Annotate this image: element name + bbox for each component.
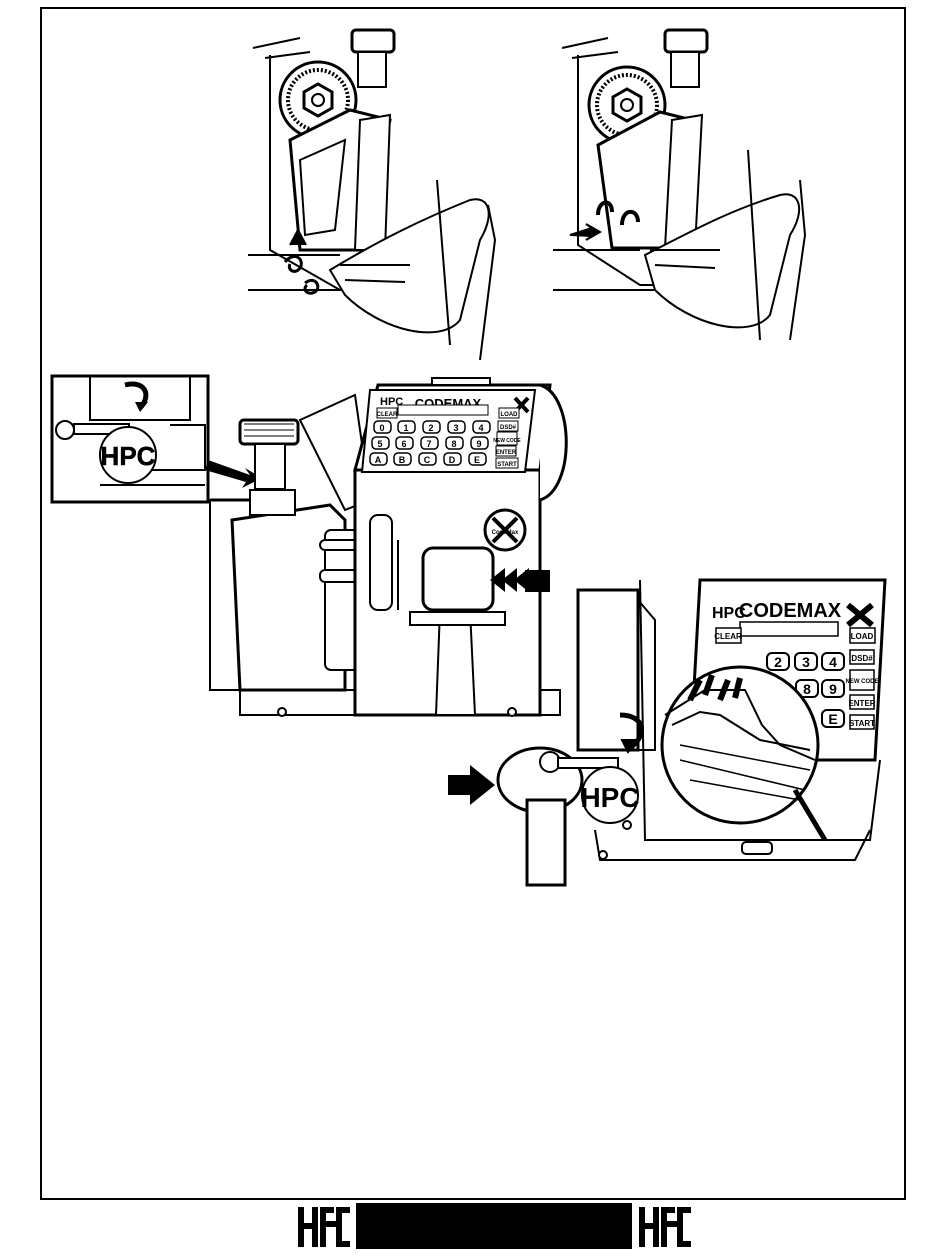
keypad-key-4: 4	[478, 423, 483, 433]
inset-pointer-arrow	[205, 460, 262, 488]
keypad-clear-key: CLEAR	[377, 412, 398, 418]
detail-start-key: START	[849, 719, 875, 728]
detail-new-code-key: NEW CODE	[846, 679, 879, 685]
detail-key-2: 2	[774, 654, 782, 670]
inset-hpc-knob-label: HPC	[101, 441, 156, 471]
keypad-key-a: A	[375, 455, 382, 465]
keypad-key-0: 0	[379, 423, 384, 433]
detail-keypad-title: CODEMAX	[739, 600, 842, 622]
illustration-top-right	[553, 30, 805, 340]
detail-clear-key: CLEAR	[714, 632, 742, 641]
footer-hpc-logo-right	[637, 1203, 693, 1249]
keypad-new-code-key: NEW CODE	[493, 438, 521, 444]
keypad-key-5: 5	[377, 439, 382, 449]
keypad-key-8: 8	[451, 439, 456, 449]
inset-detail-box: HPC	[52, 376, 208, 502]
keypad-key-d: D	[449, 455, 456, 465]
footer-hpc-logo-left	[296, 1203, 352, 1249]
keypad-key-6: 6	[401, 439, 406, 449]
keypad-enter-key: ENTER	[496, 450, 517, 456]
detail-dsd-key: DSD#	[851, 654, 873, 663]
detail-key-3: 3	[802, 654, 810, 670]
push-handle-arrow	[448, 765, 495, 805]
detail-key-9: 9	[829, 681, 837, 697]
keypad-key-b: B	[399, 455, 406, 465]
detail-hpc-knob-label: HPC	[580, 782, 639, 813]
detail-key-e: E	[828, 711, 837, 727]
keypad-key-7: 7	[426, 439, 431, 449]
illustration-top-left	[248, 30, 495, 360]
keypad-load-key: LOAD	[501, 412, 519, 418]
keypad-key-c: C	[424, 455, 431, 465]
detail-load-key: LOAD	[851, 632, 874, 641]
keypad-key-3: 3	[453, 423, 458, 433]
keypad-key-2: 2	[428, 423, 433, 433]
detail-key-8: 8	[803, 681, 811, 697]
footer-black-bar	[356, 1203, 632, 1249]
codemax-badge: CodeMax	[492, 530, 519, 536]
keypad-start-key: START	[497, 462, 517, 468]
keypad-key-e: E	[474, 455, 480, 465]
detail-key-4: 4	[829, 654, 837, 670]
keypad-key-9: 9	[476, 439, 481, 449]
keypad-key-1: 1	[403, 423, 408, 433]
detail-enter-key: ENTER	[848, 699, 875, 708]
keypad-dsd-key: DSD#	[500, 425, 517, 431]
